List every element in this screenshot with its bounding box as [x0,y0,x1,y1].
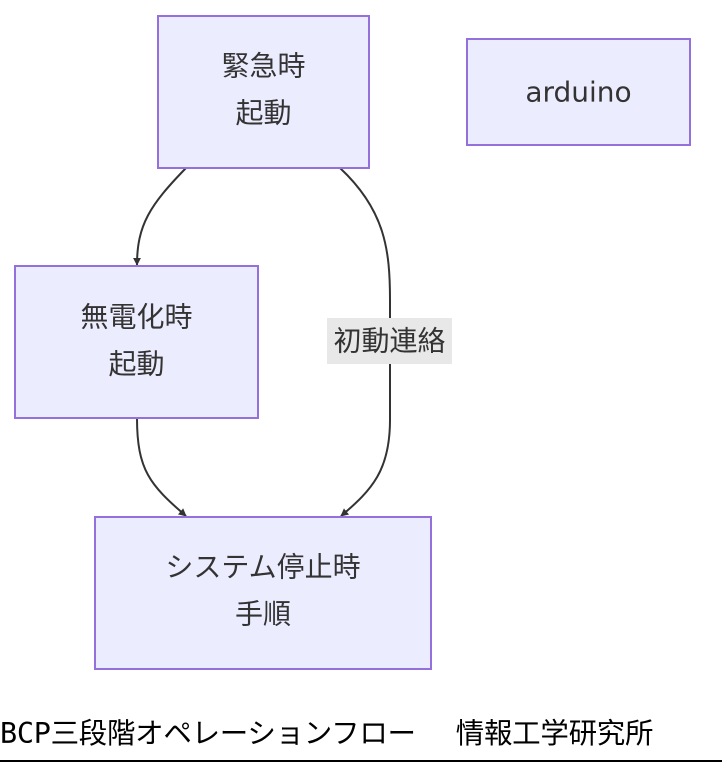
node-emergency-start-line1: 緊急時 [221,50,305,83]
edge-label-initial-contact: 初動連絡 [327,318,452,364]
node-no-power-start-line2: 起動 [108,348,164,381]
edge-no-power-to-system-stop [136,417,187,517]
edge-label-background [327,318,452,364]
node-emergency-start: 緊急時 起動 [157,15,370,169]
node-no-power-start-line1: 無電化時 [80,301,192,334]
node-system-stop-procedure: システム停止時 手順 [94,516,432,670]
node-system-stop-procedure-line2: 手順 [235,598,291,631]
edge-emergency-to-no-power [133,167,187,266]
node-arduino: arduino [466,38,691,146]
node-arduino-label: arduino [525,76,631,109]
node-emergency-start-line2: 起動 [235,97,291,130]
caption-organization: 情報工学研究所 [455,717,654,750]
edge-emergency-to-system-stop [339,167,391,517]
flowchart: 初動連絡 緊急時 起動 arduino 無電化時 起動 システム停止時 手順 [14,15,691,670]
edge-label-text: 初動連絡 [333,325,445,358]
caption-title: BCP三段階オペレーションフロー [0,717,416,750]
caption: BCP三段階オペレーションフロー 情報工学研究所 [0,712,722,762]
node-system-stop-procedure-line1: システム停止時 [165,551,360,584]
node-no-power-start: 無電化時 起動 [14,265,259,419]
